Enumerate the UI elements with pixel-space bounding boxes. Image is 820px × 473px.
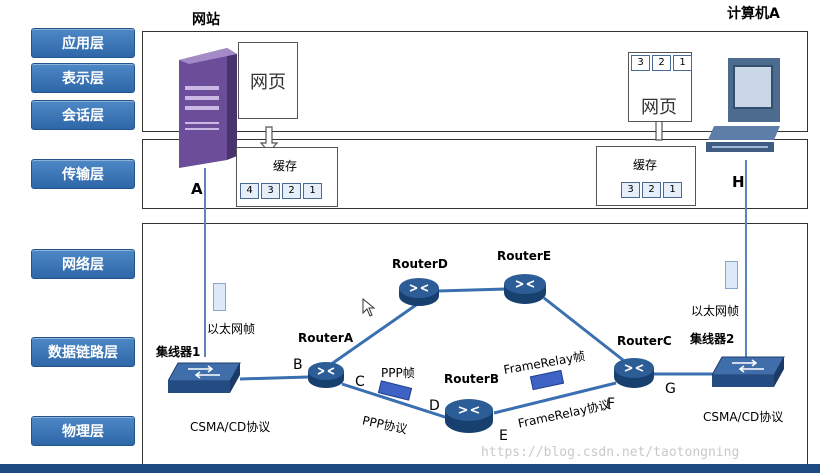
hub2-name: 集线器2 — [690, 332, 735, 346]
routerb-icon — [445, 399, 493, 433]
link-routerd-routere — [437, 287, 507, 293]
website-buffer-segments: 4 3 2 1 — [240, 183, 322, 199]
hub1-switch-icon — [168, 362, 241, 393]
ethernet-frame-left — [213, 283, 226, 311]
footer-bar — [0, 464, 820, 473]
computer-page-box: 3 2 1 网页 — [628, 52, 692, 122]
link-routere-routerc — [543, 296, 624, 362]
link-routerb-routerc — [493, 381, 617, 415]
ppp-frame-label: PPP帧 — [381, 366, 415, 380]
routerb-label: RouterB — [444, 372, 499, 386]
computer-page-segments: 3 2 1 — [631, 55, 692, 71]
routera-icon — [308, 362, 344, 388]
computer-buffer-segments: 3 2 1 — [621, 182, 682, 198]
link-routera-routerb — [341, 382, 449, 420]
segment-cell: 3 — [631, 55, 650, 71]
computer-title: 计算机A — [727, 6, 780, 22]
segment-cell: 4 — [240, 183, 259, 199]
segment-cell: 3 — [261, 183, 280, 199]
point-f: F — [607, 396, 616, 412]
layer-physical: 物理层 — [31, 416, 135, 446]
routerd-label: RouterD — [392, 257, 448, 271]
website-buffer-label: 缓存 — [273, 159, 298, 173]
hub1-name: 集线器1 — [156, 345, 201, 359]
point-d: D — [429, 398, 440, 414]
segment-cell: 2 — [652, 55, 671, 71]
link-hub1-routera — [239, 375, 309, 381]
segment-cell: 2 — [642, 182, 661, 198]
layer-data-link: 数据链路层 — [31, 337, 135, 367]
hub1-frame-label: 以太网帧 — [207, 322, 256, 336]
website-title: 网站 — [192, 12, 220, 28]
segment-cell: 3 — [621, 182, 640, 198]
computer-buffer-label: 缓存 — [633, 158, 658, 172]
layer-session: 会话层 — [31, 100, 135, 130]
segment-cell: 2 — [282, 183, 301, 199]
point-g: G — [665, 381, 676, 397]
segment-cell: 1 — [663, 182, 682, 198]
ethernet-frame-right — [725, 261, 738, 289]
website-page-box: 网页 — [238, 42, 298, 119]
point-e: E — [499, 428, 508, 444]
computer-buffer-box: 缓存 3 2 1 — [596, 146, 696, 206]
layer-transport: 传输层 — [31, 159, 135, 189]
layer-network: 网络层 — [31, 249, 135, 279]
link-routera-routerd — [329, 303, 417, 367]
point-a: A — [191, 180, 203, 198]
routere-label: RouterE — [497, 249, 552, 263]
hub2-protocol: CSMA/CD协议 — [703, 410, 784, 424]
routerc-label: RouterC — [617, 334, 672, 348]
point-b: B — [293, 357, 303, 373]
segment-cell: 1 — [303, 183, 322, 199]
layer-presentation: 表示层 — [31, 63, 135, 93]
hub2-frame-label: 以太网帧 — [691, 304, 740, 318]
hub1-protocol: CSMA/CD协议 — [190, 420, 271, 434]
computer-icon — [706, 58, 780, 152]
routerc-icon — [614, 358, 654, 388]
website-page-label: 网页 — [250, 71, 286, 93]
layer-application: 应用层 — [31, 28, 135, 58]
point-c: C — [355, 374, 365, 390]
website-buffer-box: 缓存 4 3 2 1 — [236, 147, 338, 207]
routera-label: RouterA — [298, 331, 354, 345]
computer-page-label: 网页 — [641, 97, 677, 118]
segment-cell: 1 — [673, 55, 692, 71]
routerd-icon — [399, 278, 439, 306]
hub2-switch-icon — [712, 356, 785, 387]
point-h: H — [732, 173, 745, 191]
mouse-cursor-icon — [362, 298, 376, 317]
watermark: https://blog.csdn.net/taotongning — [481, 445, 740, 460]
server-icon — [179, 48, 237, 168]
routere-icon — [504, 274, 546, 304]
